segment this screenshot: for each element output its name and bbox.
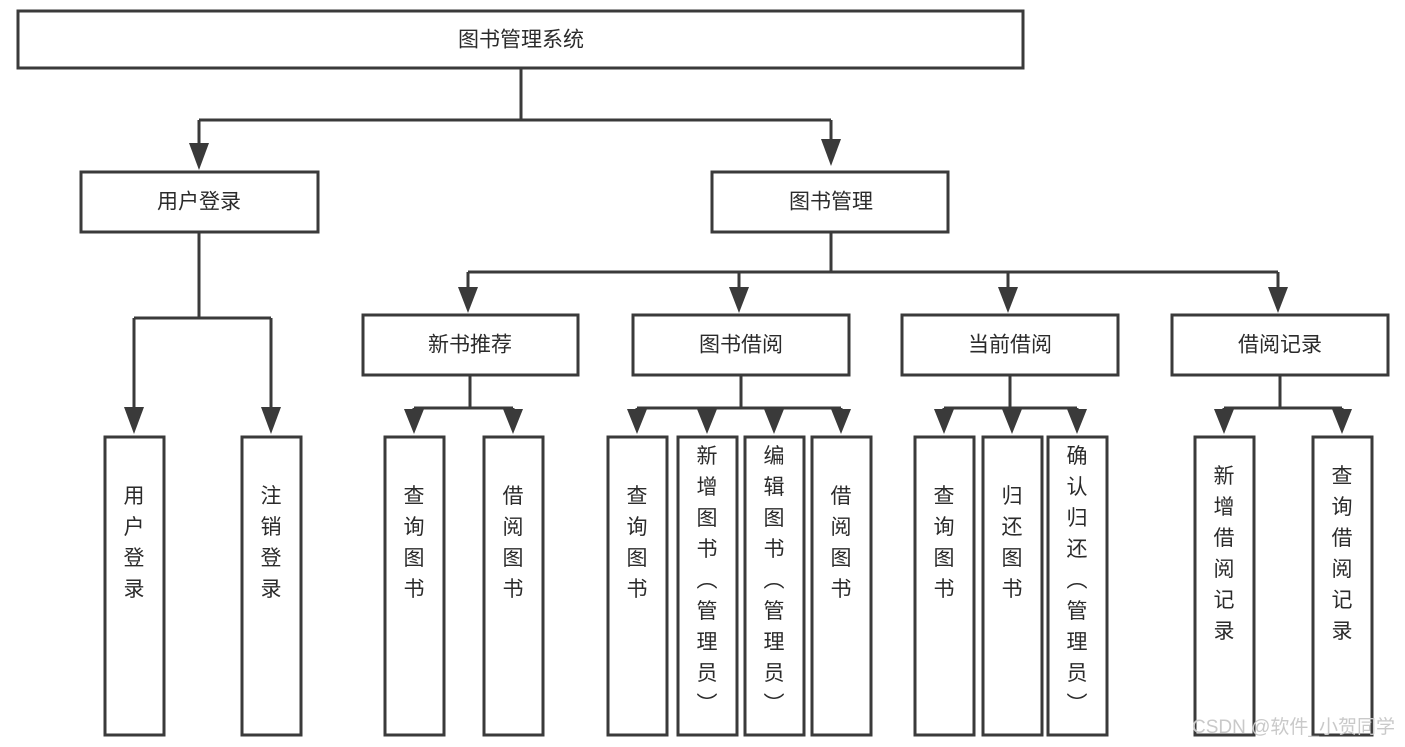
node-book-borrow-box[interactable] (631, 313, 851, 377)
leaf-query-record[interactable]: 查询借阅记录 (1311, 435, 1374, 737)
leaf-user-login-label: 用户登录 (124, 485, 145, 601)
leaf-query-book-3-box[interactable] (913, 435, 976, 737)
node-book-manage-box[interactable] (710, 170, 950, 234)
node-book-borrow-label: 图书借阅 (699, 334, 783, 357)
arrow-leaf-user-login-icon (124, 407, 144, 434)
leaf-query-book-1-label: 查询图书 (404, 485, 425, 601)
leaf-query-book-1-box[interactable] (383, 435, 446, 737)
leaf-edit-book-label: 编辑图书︵管理员︶ (764, 445, 785, 716)
node-user-login-box[interactable] (79, 170, 320, 234)
leaf-query-book-2[interactable]: 查询图书 (606, 435, 669, 737)
leaf-add-book-box[interactable] (676, 435, 739, 737)
leaf-confirm-return[interactable]: 确认归还︵管理员︶ (1046, 435, 1109, 737)
arrow-leaf-confirm-return-icon (1067, 409, 1087, 434)
arrow-to-user-login-icon (189, 143, 209, 170)
node-new-book-rec-box[interactable] (361, 313, 580, 377)
leaf-logout[interactable]: 注销登录 (240, 435, 303, 737)
leaf-borrow-book-2-label: 借阅图书 (831, 485, 852, 601)
leaf-borrow-book-2[interactable]: 借阅图书 (810, 435, 873, 737)
leaf-query-book-2-box[interactable] (606, 435, 669, 737)
node-borrow-record[interactable]: 借阅记录 (1170, 313, 1390, 377)
arrow-book-borrow-icon (729, 287, 749, 313)
arrow-leaf-query-record-icon (1332, 409, 1352, 434)
leaf-return-book-label: 归还图书 (1002, 485, 1023, 601)
leaf-user-login[interactable]: 用户登录 (103, 435, 166, 737)
node-root-label: 图书管理系统 (458, 29, 584, 52)
arrow-new-book-rec-icon (458, 287, 478, 313)
arrow-leaf-query-book-3-icon (934, 409, 954, 434)
node-borrow-record-box[interactable] (1170, 313, 1390, 377)
node-current-borrow[interactable]: 当前借阅 (900, 313, 1120, 377)
leaf-query-record-box[interactable] (1311, 435, 1374, 737)
arrow-leaf-query-book-1-icon (404, 409, 424, 434)
node-current-borrow-box[interactable] (900, 313, 1120, 377)
node-borrow-record-label: 借阅记录 (1238, 334, 1322, 357)
leaf-user-login-box[interactable] (103, 435, 166, 737)
arrow-leaf-borrow-book-2-icon (831, 409, 851, 434)
arrow-leaf-borrow-book-1-icon (503, 409, 523, 434)
node-new-book-rec[interactable]: 新书推荐 (361, 313, 580, 377)
node-user-login[interactable]: 用户登录 (79, 170, 320, 234)
leaf-logout-box[interactable] (240, 435, 303, 737)
leaf-borrow-book-1-label: 借阅图书 (503, 485, 524, 601)
arrow-borrow-record-icon (1268, 287, 1288, 313)
arrow-leaf-add-record-icon (1214, 409, 1234, 434)
arrow-to-book-manage-icon (821, 139, 841, 166)
connector-layer (124, 68, 1352, 434)
leaf-query-book-3[interactable]: 查询图书 (913, 435, 976, 737)
node-root-box[interactable] (16, 9, 1025, 70)
leaf-query-book-2-label: 查询图书 (627, 485, 648, 601)
leaf-add-book-label: 新增图书︵管理员︶ (697, 445, 718, 716)
node-book-borrow[interactable]: 图书借阅 (631, 313, 851, 377)
leaf-confirm-return-label: 确认归还︵管理员︶ (1067, 445, 1088, 716)
leaf-return-book[interactable]: 归还图书 (981, 435, 1044, 737)
node-current-borrow-label: 当前借阅 (968, 334, 1052, 357)
arrow-leaf-add-book-icon (697, 409, 717, 434)
leaf-logout-label: 注销登录 (261, 485, 282, 601)
arrow-leaf-logout-icon (261, 407, 281, 434)
leaf-borrow-book-1-box[interactable] (482, 435, 545, 737)
arrow-leaf-query-book-2-icon (627, 409, 647, 434)
leaf-add-record[interactable]: 新增借阅记录 (1193, 435, 1256, 737)
leaf-edit-book-box[interactable] (743, 435, 806, 737)
leaf-query-book-3-label: 查询图书 (934, 485, 955, 601)
node-root[interactable]: 图书管理系统 (16, 9, 1025, 70)
leaf-add-record-box[interactable] (1193, 435, 1256, 737)
leaf-query-book-1[interactable]: 查询图书 (383, 435, 446, 737)
leaf-borrow-book-1[interactable]: 借阅图书 (482, 435, 545, 737)
leaf-edit-book[interactable]: 编辑图书︵管理员︶ (743, 435, 806, 737)
leaf-add-book[interactable]: 新增图书︵管理员︶ (676, 435, 739, 737)
node-new-book-rec-label: 新书推荐 (428, 334, 512, 357)
leaf-query-record-label: 查询借阅记录 (1332, 465, 1353, 643)
node-book-manage[interactable]: 图书管理 (710, 170, 950, 234)
leaf-add-record-label: 新增借阅记录 (1214, 465, 1235, 643)
leaf-confirm-return-box[interactable] (1046, 435, 1109, 737)
arrow-current-borrow-icon (998, 287, 1018, 313)
leaf-return-book-box[interactable] (981, 435, 1044, 737)
arrow-leaf-edit-book-icon (764, 409, 784, 434)
watermark-label: CSDN @软件_小贺同学 (1192, 716, 1395, 738)
leaf-borrow-book-2-box[interactable] (810, 435, 873, 737)
node-user-login-label: 用户登录 (157, 191, 241, 214)
node-book-manage-label: 图书管理 (789, 191, 873, 214)
arrow-leaf-return-book-icon (1002, 409, 1022, 434)
